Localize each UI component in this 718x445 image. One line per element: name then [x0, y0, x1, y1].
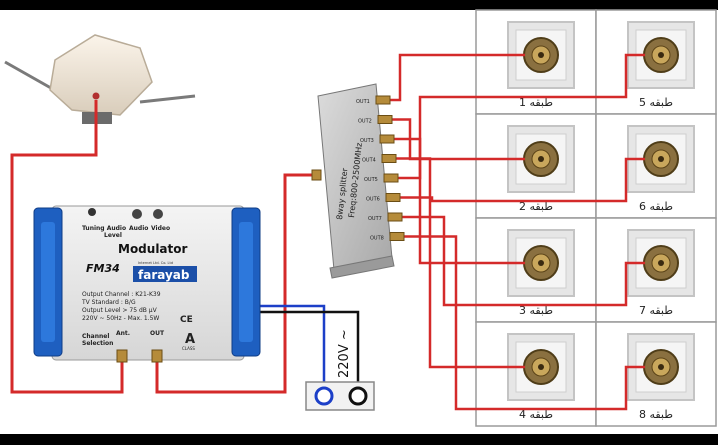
splitter-port-connector	[383, 173, 399, 183]
power-terminal-blue	[314, 386, 334, 406]
model-label: FM34	[86, 262, 120, 275]
coax-socket-pin	[658, 364, 664, 370]
outlet-cable	[398, 53, 645, 180]
brand-logo-text: farayab	[138, 268, 190, 282]
channel-label: Channel	[82, 333, 109, 340]
splitter-port-connector	[389, 232, 405, 241]
out-label: OUT	[150, 330, 165, 337]
splitter-port-label: OUT7	[368, 216, 382, 222]
outlet-cable	[394, 137, 525, 265]
outlet-cable	[404, 235, 645, 411]
antenna	[4, 34, 196, 124]
splitter-input-connector	[311, 169, 322, 181]
outlet-label: طبقه 4	[519, 408, 553, 421]
outlet-cable	[396, 157, 525, 369]
splitter-port-connector	[381, 154, 397, 163]
outlet-label: طبقه 3	[519, 304, 553, 317]
outlet-panel: طبقه 8	[595, 321, 717, 427]
splitter-port-connector	[375, 95, 391, 105]
grade-small: CLASS	[182, 346, 195, 351]
power-wire-blue	[258, 304, 326, 395]
antenna-dome	[49, 34, 153, 116]
splitter-port-label: OUT1	[356, 99, 370, 105]
brand-logo	[133, 266, 197, 282]
power-terminal: 220V ~	[305, 329, 375, 411]
power-terminal-black	[348, 386, 368, 406]
video-label: Video	[151, 225, 170, 232]
coax-socket-pin	[658, 156, 664, 162]
ce-mark: CE	[180, 315, 193, 325]
level-label: Level	[104, 232, 122, 239]
antenna-connector	[92, 92, 100, 100]
outlet-label: طبقه 1	[519, 96, 553, 109]
audio-jack	[132, 209, 142, 219]
splitter-port-label: OUT2	[358, 119, 372, 125]
splitter-port-label: OUT4	[362, 158, 376, 164]
video-jack	[153, 209, 163, 219]
tuning-knob	[88, 208, 96, 216]
outlet-panel: طبقه 7	[595, 217, 717, 323]
outlet-cable	[402, 215, 645, 307]
coax-socket-pin	[658, 260, 664, 266]
modulator-title: Modulator	[118, 242, 188, 256]
splitter-port-label: OUT8	[370, 236, 384, 242]
splitter: 8way splitter Freq:800-2500MHz OUT1OUT2O…	[311, 83, 405, 279]
coax-socket-pin	[538, 260, 544, 266]
ant-label: Ant.	[116, 330, 130, 337]
splitter-cables	[390, 53, 645, 411]
tuning-label: Tuning Audio	[82, 225, 126, 232]
selection-label: Selection	[82, 340, 113, 347]
outlet-label: طبقه 5	[639, 96, 673, 109]
outlet-label: طبقه 2	[519, 200, 553, 213]
modulator: Tuning Audio Level Audio Video Modulator…	[33, 205, 261, 363]
splitter-port-label: OUT6	[366, 197, 380, 203]
modulator-bracket-left-slot	[41, 222, 55, 342]
power-wire-black	[258, 310, 360, 395]
outlet-panel: طبقه 2	[475, 113, 597, 219]
spec-tv: TV Standard : B/G	[81, 299, 136, 306]
coax-socket-pin	[658, 52, 664, 58]
grade-mark: A	[185, 332, 195, 347]
spec-power: 220V ~ 50Hz - Max. 1.5W	[82, 315, 159, 322]
modulator-out-cable	[155, 173, 318, 394]
audio-label: Audio	[129, 225, 148, 232]
antenna-rod-left	[4, 60, 59, 94]
splitter-port-label: OUT5	[364, 177, 378, 183]
outlet-label: طبقه 7	[639, 304, 673, 317]
outlet-panel: طبقه 4	[475, 321, 597, 427]
splitter-port-connector	[385, 193, 401, 202]
outlet-cable	[400, 157, 645, 203]
outlet-label: طبقه 6	[639, 200, 673, 213]
ant-connector	[116, 349, 128, 363]
coax-socket-pin	[538, 52, 544, 58]
power-label: 220V ~	[337, 329, 352, 378]
outlet-label: طبقه 8	[639, 408, 673, 421]
antenna-rod-right	[139, 94, 196, 104]
splitter-flange	[329, 255, 395, 279]
spec-channel: Output Channel : K21-K39	[82, 291, 161, 298]
spec-level: Output Level > 75 dB µV	[82, 307, 158, 314]
outlet-grid: طبقه 1 طبقه 2 طبقه 3 طبقه 4 طبقه 5 طبقه 6 طبقه…	[475, 9, 717, 427]
splitter-port-connector	[387, 212, 403, 222]
splitter-port-connector	[379, 134, 395, 144]
outlet-panel: طبقه 1	[475, 9, 597, 115]
splitter-port-label: OUT3	[360, 138, 374, 144]
outlet-panel: طبقه 3	[475, 217, 597, 323]
brand-tag: Internet Ltd. Co. Ltd	[138, 261, 173, 265]
outlet-panel: طبقه 5	[595, 9, 717, 115]
antenna-cable	[10, 100, 124, 394]
coax-socket-pin	[538, 364, 544, 370]
outlet-cable	[390, 53, 525, 102]
modulator-bracket-right-slot	[239, 222, 253, 342]
coax-socket-pin	[538, 156, 544, 162]
outlet-panel: طبقه 6	[595, 113, 717, 219]
splitter-port-connector	[377, 115, 393, 124]
out-connector	[151, 349, 163, 363]
